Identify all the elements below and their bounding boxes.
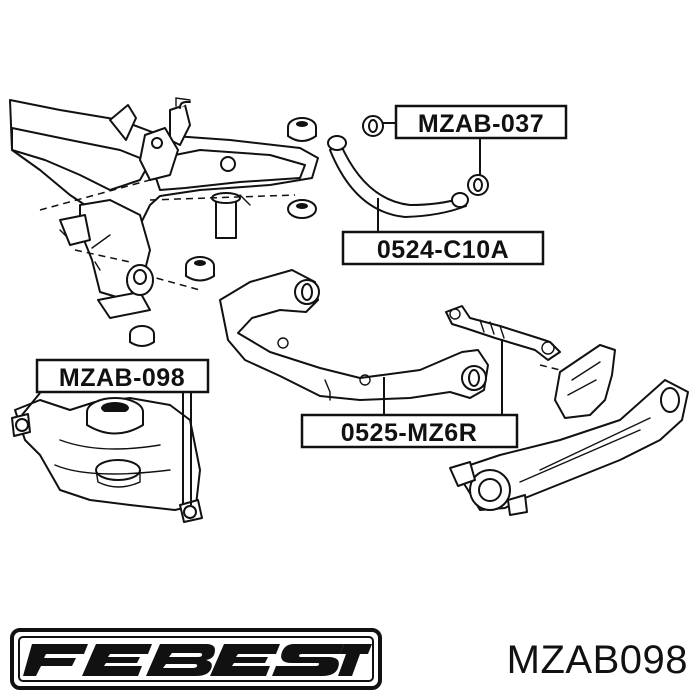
label-mzab-037-text: MZAB-037 — [418, 110, 544, 138]
subframe-assembly — [9, 97, 319, 319]
label-0525-mz6r-text: 0525-MZ6R — [341, 419, 478, 447]
upper-control-arm — [219, 269, 489, 401]
leader-lines — [21, 122, 503, 505]
lower-control-arm — [11, 397, 203, 523]
part-number: MZAB098 — [506, 638, 688, 682]
subframe-bushings — [126, 101, 317, 347]
label-0524-c10a-text: 0524-C10A — [377, 236, 509, 264]
label-0524-c10a: 0524-C10A — [341, 230, 545, 266]
label-mzab-098-text: MZAB-098 — [59, 364, 185, 392]
curved-link — [327, 115, 489, 218]
suspension-diagram: MZAB-037 0524-C10A MZAB-098 0525-MZ6R — [9, 97, 689, 523]
knuckle-bracket — [554, 344, 616, 419]
trailing-arm — [449, 379, 689, 516]
brand-logo — [10, 628, 382, 690]
label-mzab-037: MZAB-037 — [394, 104, 568, 140]
label-0525-mz6r: 0525-MZ6R — [300, 413, 519, 449]
label-mzab-098: MZAB-098 — [35, 358, 210, 394]
